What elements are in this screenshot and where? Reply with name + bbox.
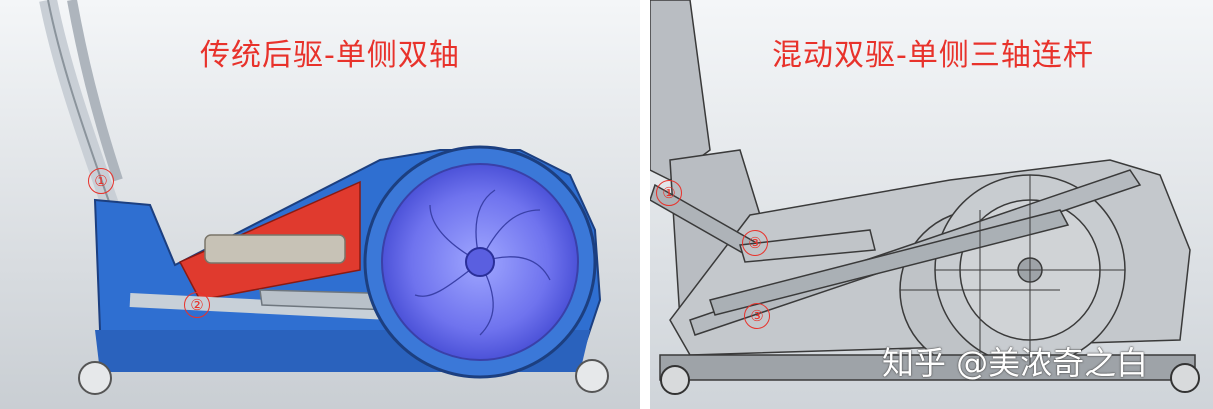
marker-1-left: ①	[88, 168, 114, 194]
marker-2-left: ②	[184, 292, 210, 318]
panel-divider	[640, 0, 650, 409]
marker-3-right-upper: ③	[742, 230, 768, 256]
marker-1-right: ①	[656, 180, 682, 206]
left-panel-title: 传统后驱-单侧双轴	[200, 38, 460, 73]
left-panel: 传统后驱-单侧双轴 ① ②	[0, 0, 640, 409]
right-panel-title: 混动双驱-单侧三轴连杆	[772, 38, 1094, 73]
hybrid-drive-machine-drawing	[650, 0, 1213, 409]
watermark-text: 知乎 @美浓奇之白	[882, 344, 1149, 382]
marker-3-right-lower: ③	[744, 303, 770, 329]
right-panel: 混动双驱-单侧三轴连杆 ① ③ ③ 知乎 @美浓奇之白	[650, 0, 1213, 409]
